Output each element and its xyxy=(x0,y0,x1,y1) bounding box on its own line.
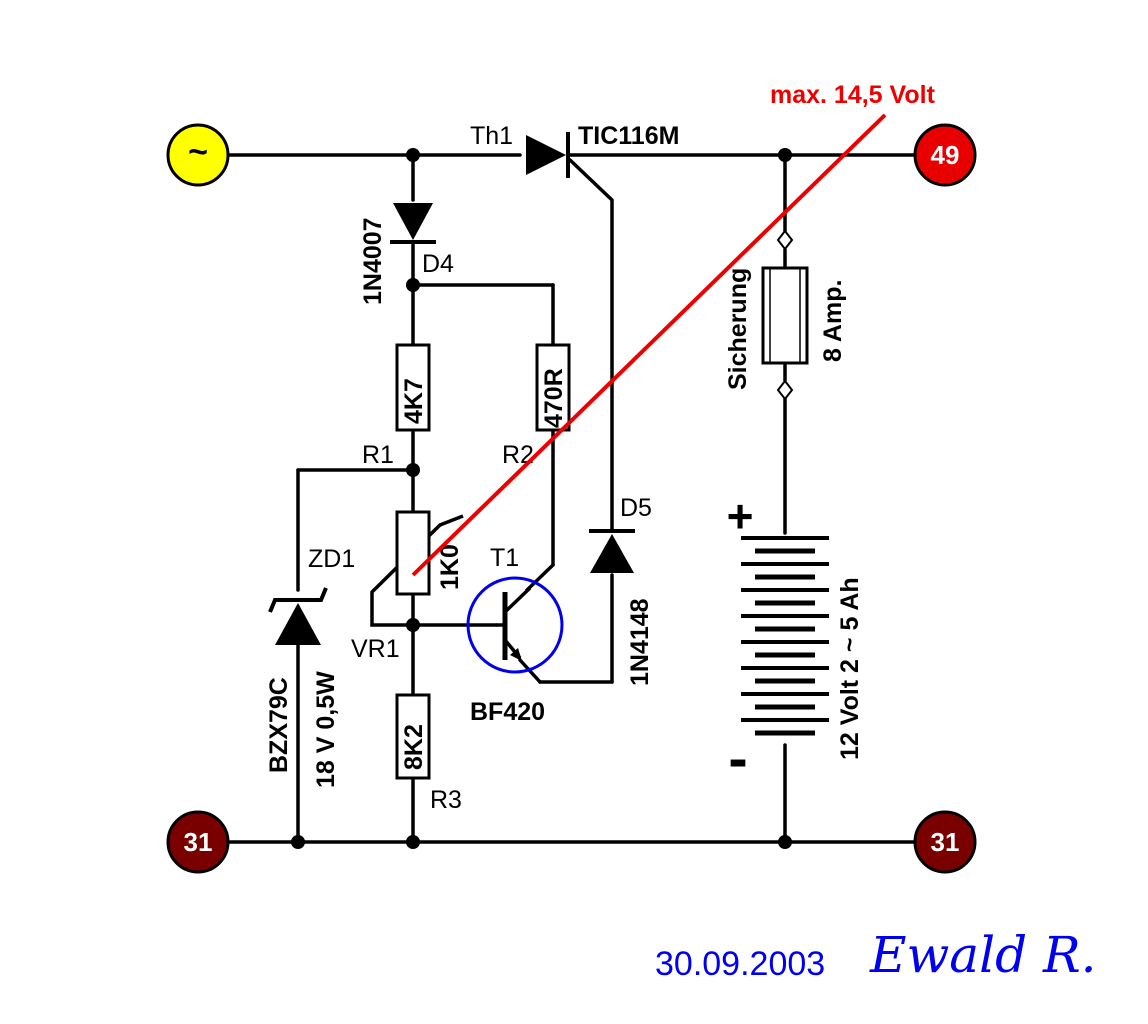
trimmer-vr1 xyxy=(395,510,464,596)
zd1-part: BZX79C xyxy=(265,677,293,773)
d4-part: 1N4007 xyxy=(359,217,387,305)
resistor-r1: 4K7 xyxy=(395,343,431,432)
battery-label: 12 Volt 2 ~ 5 Ah xyxy=(836,577,864,760)
vr1-ref: VR1 xyxy=(351,635,400,663)
resistor-r3: 8K2 xyxy=(395,693,431,780)
battery-minus: - xyxy=(728,726,747,791)
terminal-31-right: 31 xyxy=(913,810,977,874)
footer-signature: Ewald R. xyxy=(869,926,1097,984)
r1-ref: R1 xyxy=(362,441,394,469)
max-voltage-annotation: max. 14,5 Volt xyxy=(770,81,936,109)
terminal-49: 49 xyxy=(913,123,977,187)
fuse-label: Sicherung xyxy=(724,268,752,390)
terminal-ac-label: ~ xyxy=(188,133,208,171)
battery xyxy=(741,536,829,736)
terminal-49-label: 49 xyxy=(931,140,960,170)
th1-ref: Th1 xyxy=(470,122,513,150)
diode-d4 xyxy=(390,203,436,244)
terminal-31-left: 31 xyxy=(166,810,230,874)
d5-ref: D5 xyxy=(620,494,652,522)
zd1-rating: 18 V 0,5W xyxy=(312,671,340,788)
wires xyxy=(228,153,917,844)
r3-ref: R3 xyxy=(430,786,462,814)
fuse xyxy=(761,229,809,401)
d5-part: 1N4148 xyxy=(626,598,654,686)
resistor-r2: 470R xyxy=(535,343,571,432)
terminal-ac: ~ xyxy=(166,123,230,187)
t1-ref: T1 xyxy=(490,544,519,572)
junction-dots xyxy=(291,148,792,849)
transistor-t1 xyxy=(466,576,564,674)
terminal-31-left-label: 31 xyxy=(184,827,213,857)
terminal-31-right-label: 31 xyxy=(931,827,960,857)
d4-ref: D4 xyxy=(422,250,454,278)
th1-part: TIC116M xyxy=(578,122,679,150)
zener-zd1 xyxy=(268,587,328,645)
vr1-value: 1K0 xyxy=(436,544,464,590)
zd1-ref: ZD1 xyxy=(308,545,355,573)
diode-d5 xyxy=(589,529,635,573)
r2-value: 470R xyxy=(540,368,568,428)
r2-ref: R2 xyxy=(502,441,534,469)
r1-value: 4K7 xyxy=(400,378,428,424)
battery-plus: + xyxy=(727,490,754,542)
footer-date: 30.09.2003 xyxy=(655,945,825,983)
thyristor-th1 xyxy=(526,132,570,178)
r3-value: 8K2 xyxy=(400,724,428,770)
t1-part: BF420 xyxy=(470,698,545,726)
fuse-rating: 8 Amp. xyxy=(819,280,847,362)
adjustment-pointer-line xyxy=(411,113,887,577)
